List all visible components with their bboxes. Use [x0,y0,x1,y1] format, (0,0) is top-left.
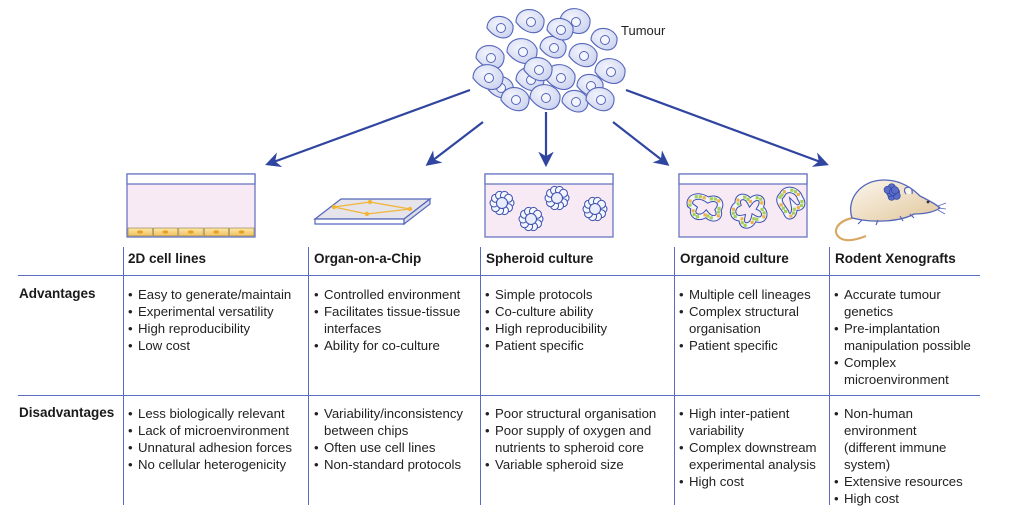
bullet-item: Co-culture ability [485,303,607,320]
bullet-item: Low cost [128,337,291,354]
disadvantages-cell-spheroid-culture: Poor structural organisationPoor supply … [485,405,656,473]
arrow-to-organoid-culture [612,121,670,166]
bullet-item: High reproducibility [485,320,607,337]
advantages-cell-organoid-culture: Multiple cell lineagesComplex structural… [679,286,811,354]
arrow-to-organ-on-a-chip [425,121,484,166]
header-2d-cell-lines: 2D cell lines [128,251,207,266]
arrow-to-2d-cell-lines [265,88,471,167]
advantages-cell-2d-cell-lines: Easy to generate/maintainExperimental ve… [128,286,291,354]
bullet-item: Complex structural organisation [679,303,811,337]
bullet-item: Non-human environment (different immune … [834,405,963,473]
advantages-cell-organ-on-a-chip: Controlled environmentFacilitates tissue… [314,286,460,354]
advantages-row-divider [18,395,980,397]
spheroid [544,185,570,211]
bullet-item: Ability for co-culture [314,337,460,354]
bullet-item: Easy to generate/maintain [128,286,291,303]
tumour-label: Tumour [621,23,666,38]
bullet-item: High cost [679,473,817,490]
bullet-item: Less biologically relevant [128,405,292,422]
advantages-cell-spheroid-culture: Simple protocolsCo-culture abilityHigh r… [485,286,607,354]
bullet-item: Variability/inconsistency between chips [314,405,463,439]
bullet-item: Complex microenvironment [834,354,971,388]
row-label-disadvantages: Disadvantages [19,405,115,420]
spheroid [489,190,515,216]
microfluidic-chip-icon [313,197,432,226]
xenograft-tumour-cell [890,186,899,195]
bullet-item: High inter-patient variability [679,405,817,439]
bullet-item: Unnatural adhesion forces [128,439,292,456]
spheroid-well-icon [484,173,614,238]
column-divider-3 [480,247,482,505]
advantages-cell-rodent-xenografts: Accurate tumour geneticsPre-implantation… [834,286,971,388]
bullet-item: Controlled environment [314,286,460,303]
bullet-item: Extensive resources [834,473,963,490]
bullet-item: Non-standard protocols [314,456,463,473]
row-label-advantages: Advantages [19,286,96,301]
bullet-item: Lack of microenvironment [128,422,292,439]
mouse-xenograft-icon [834,179,947,242]
spheroid [582,196,608,222]
column-divider-4 [674,247,676,505]
bullet-item: Multiple cell lineages [679,286,811,303]
arrow-to-rodent-xenografts [625,88,829,167]
disadvantages-cell-2d-cell-lines: Less biologically relevantLack of microe… [128,405,292,473]
bullet-item: Complex downstream experimental analysis [679,439,817,473]
disadvantages-cell-rodent-xenografts: Non-human environment (different immune … [834,405,963,507]
bullet-item: Simple protocols [485,286,607,303]
bullet-item: Facilitates tissue-tissue interfaces [314,303,460,337]
bullet-item: Patient specific [485,337,607,354]
disadvantages-cell-organ-on-a-chip: Variability/inconsistency between chipsO… [314,405,463,473]
header-spheroid-culture: Spheroid culture [486,251,594,266]
bullet-item: Often use cell lines [314,439,463,456]
header-organ-on-a-chip: Organ-on-a-Chip [314,251,422,266]
tumour-cluster-icon [472,8,626,113]
column-divider-1 [123,247,125,505]
bullet-item: Poor supply of oxygen and nutrients to s… [485,422,656,456]
bullet-item: High reproducibility [128,320,291,337]
bullet-item: Pre-implantation manipulation possible [834,320,971,354]
bullet-item: Accurate tumour genetics [834,286,971,320]
bullet-item: Variable spheroid size [485,456,656,473]
bullet-item: No cellular heterogenicity [128,456,292,473]
2d-cell-culture-well-icon [126,173,256,238]
column-divider-5 [829,247,831,505]
bullet-item: Poor structural organisation [485,405,656,422]
bullet-item: High cost [834,490,963,507]
bullet-item: Experimental versatility [128,303,291,320]
disadvantages-cell-organoid-culture: High inter-patient variabilityComplex do… [679,405,817,490]
organoid-well-icon [678,173,808,238]
column-divider-2 [308,247,310,505]
bullet-item: Patient specific [679,337,811,354]
header-row-divider [18,275,980,277]
header-organoid-culture: Organoid culture [680,251,789,266]
spheroid [518,206,544,232]
arrows [265,88,829,168]
header-rodent-xenografts: Rodent Xenografts [835,251,956,266]
